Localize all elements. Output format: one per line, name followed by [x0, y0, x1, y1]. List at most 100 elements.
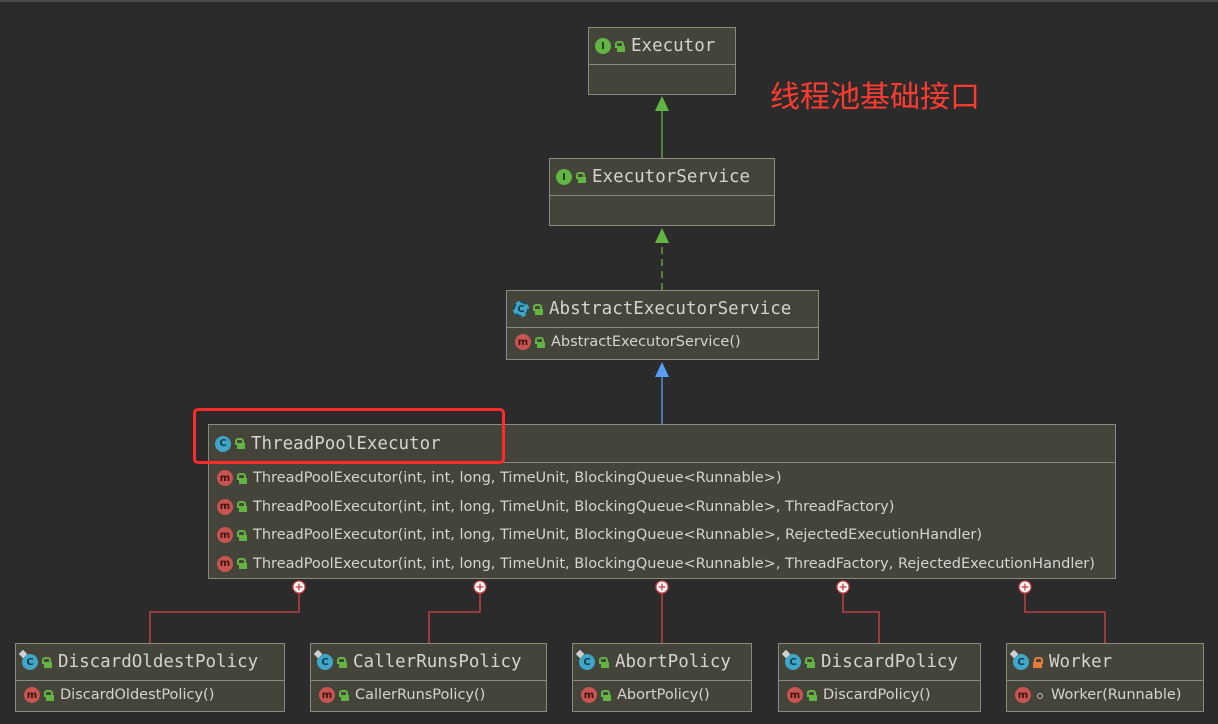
static-class-icon: C: [22, 654, 38, 670]
node-abstract-executor-service-header: C AbstractExecutorService: [507, 291, 818, 328]
public-visibility-icon: [237, 558, 247, 570]
relation-extends-abstract-executor-service: [655, 362, 669, 424]
node-discard-policy[interactable]: C DiscardPolicy m DiscardPolicy(): [778, 643, 981, 712]
public-visibility-icon: [615, 40, 625, 52]
relation-inner-worker: [1018, 580, 1106, 643]
node-abstract-executor-service[interactable]: C AbstractExecutorService m AbstractExec…: [506, 290, 819, 360]
node-caller-runs-policy-title: CallerRunsPolicy: [353, 652, 522, 672]
member-signature: Worker(Runnable): [1051, 687, 1182, 704]
node-discard-policy-title: DiscardPolicy: [821, 652, 958, 672]
node-worker[interactable]: C Worker m Worker(Runnable): [1006, 643, 1204, 712]
node-executor-header: I Executor: [589, 28, 735, 65]
public-visibility-icon: [599, 656, 609, 668]
node-abort-policy-members: m AbortPolicy(): [573, 681, 751, 710]
member-signature: ThreadPoolExecutor(int, int, long, TimeU…: [253, 470, 782, 487]
member-row[interactable]: m ThreadPoolExecutor(int, int, long, Tim…: [209, 521, 1115, 550]
method-icon: m: [581, 687, 597, 704]
method-icon: m: [217, 527, 233, 544]
public-visibility-icon: [535, 336, 545, 348]
interface-icon: I: [556, 169, 572, 185]
public-visibility-icon: [237, 529, 247, 541]
public-visibility-icon: [807, 689, 817, 701]
node-abstract-executor-service-members: m AbstractExecutorService(): [507, 328, 818, 357]
member-signature: ThreadPoolExecutor(int, int, long, TimeU…: [253, 498, 895, 515]
node-thread-pool-executor-members: m ThreadPoolExecutor(int, int, long, Tim…: [209, 463, 1115, 578]
public-visibility-icon: [805, 656, 815, 668]
node-thread-pool-executor-title: ThreadPoolExecutor: [251, 433, 441, 454]
node-abort-policy-title: AbortPolicy: [615, 652, 731, 672]
node-executor-service-title: ExecutorService: [592, 167, 751, 187]
method-icon: m: [515, 334, 531, 351]
node-caller-runs-policy-header: C CallerRunsPolicy: [311, 644, 546, 681]
node-worker-members: m Worker(Runnable): [1007, 681, 1203, 710]
abstract-class-icon: C: [513, 301, 529, 317]
method-icon: m: [24, 687, 40, 704]
node-discard-oldest-policy-header: C DiscardOldestPolicy: [16, 644, 284, 681]
node-abstract-executor-service-title: AbstractExecutorService: [549, 299, 792, 319]
node-executor[interactable]: I Executor: [588, 27, 736, 95]
node-abort-policy[interactable]: C AbortPolicy m AbortPolicy(): [572, 643, 752, 712]
relation-extends-executor: [655, 96, 669, 158]
class-icon: C: [215, 435, 231, 452]
relation-inner-caller-runs-policy: [428, 580, 487, 643]
node-executor-service[interactable]: I ExecutorService: [549, 158, 775, 226]
public-visibility-icon: [339, 689, 349, 701]
public-visibility-icon: [44, 689, 54, 701]
node-discard-oldest-policy-members: m DiscardOldestPolicy(): [16, 681, 284, 710]
member-signature: AbstractExecutorService(): [551, 334, 741, 351]
method-icon: m: [319, 687, 335, 704]
node-abort-policy-header: C AbortPolicy: [573, 644, 751, 681]
method-icon: m: [217, 498, 233, 515]
member-row[interactable]: m ThreadPoolExecutor(int, int, long, Tim…: [209, 493, 1115, 522]
interface-icon: I: [595, 38, 611, 54]
node-discard-policy-header: C DiscardPolicy: [779, 644, 980, 681]
annotation-text: 线程池基础接口: [770, 80, 980, 115]
node-discard-oldest-policy[interactable]: C DiscardOldestPolicy m DiscardOldestPol…: [15, 643, 285, 712]
node-caller-runs-policy[interactable]: C CallerRunsPolicy m CallerRunsPolicy(): [310, 643, 547, 712]
member-row[interactable]: m DiscardPolicy(): [779, 681, 980, 710]
static-class-icon: C: [579, 654, 595, 670]
member-row[interactable]: m Worker(Runnable): [1007, 681, 1203, 710]
static-class-icon: C: [1013, 654, 1029, 670]
member-signature: DiscardOldestPolicy(): [60, 687, 215, 704]
method-icon: m: [1015, 687, 1031, 704]
member-row[interactable]: m CallerRunsPolicy(): [311, 681, 546, 710]
node-caller-runs-policy-members: m CallerRunsPolicy(): [311, 681, 546, 710]
member-signature: DiscardPolicy(): [823, 687, 931, 704]
static-class-icon: C: [785, 654, 801, 670]
member-row[interactable]: m DiscardOldestPolicy(): [16, 681, 284, 710]
public-visibility-icon: [42, 656, 52, 668]
public-visibility-icon: [337, 656, 347, 668]
relation-inner-abort-policy: [655, 580, 669, 643]
member-signature: ThreadPoolExecutor(int, int, long, TimeU…: [253, 527, 983, 544]
node-executor-title: Executor: [631, 36, 716, 56]
highlight-box: [193, 408, 505, 464]
node-worker-title: Worker: [1049, 652, 1113, 672]
relation-inner-discard-policy: [836, 580, 880, 643]
method-icon: m: [217, 470, 233, 487]
node-thread-pool-executor-header: C ThreadPoolExecutor: [209, 425, 1115, 463]
member-signature: CallerRunsPolicy(): [355, 687, 486, 704]
member-row[interactable]: m ThreadPoolExecutor(int, int, long, Tim…: [209, 550, 1115, 579]
member-row[interactable]: m AbstractExecutorService(): [507, 328, 818, 357]
relation-implements-executor-service: [655, 228, 669, 290]
member-signature: AbortPolicy(): [617, 687, 710, 704]
public-visibility-icon: [576, 171, 586, 183]
method-icon: m: [787, 687, 803, 704]
public-visibility-icon: [533, 303, 543, 315]
window-top-border: [0, 0, 1218, 2]
static-class-icon: C: [317, 654, 333, 670]
member-row[interactable]: m AbortPolicy(): [573, 681, 751, 710]
node-discard-oldest-policy-title: DiscardOldestPolicy: [58, 652, 259, 672]
package-private-visibility-icon: [1035, 690, 1045, 701]
private-visibility-icon: [1033, 656, 1043, 668]
node-discard-policy-members: m DiscardPolicy(): [779, 681, 980, 710]
method-icon: m: [217, 555, 233, 572]
node-thread-pool-executor[interactable]: C ThreadPoolExecutor m ThreadPoolExecuto…: [208, 424, 1116, 579]
node-executor-service-header: I ExecutorService: [550, 159, 774, 196]
public-visibility-icon: [235, 438, 245, 449]
public-visibility-icon: [237, 472, 247, 484]
member-row[interactable]: m ThreadPoolExecutor(int, int, long, Tim…: [209, 464, 1115, 493]
relation-inner-discard-oldest-policy: [149, 580, 306, 643]
